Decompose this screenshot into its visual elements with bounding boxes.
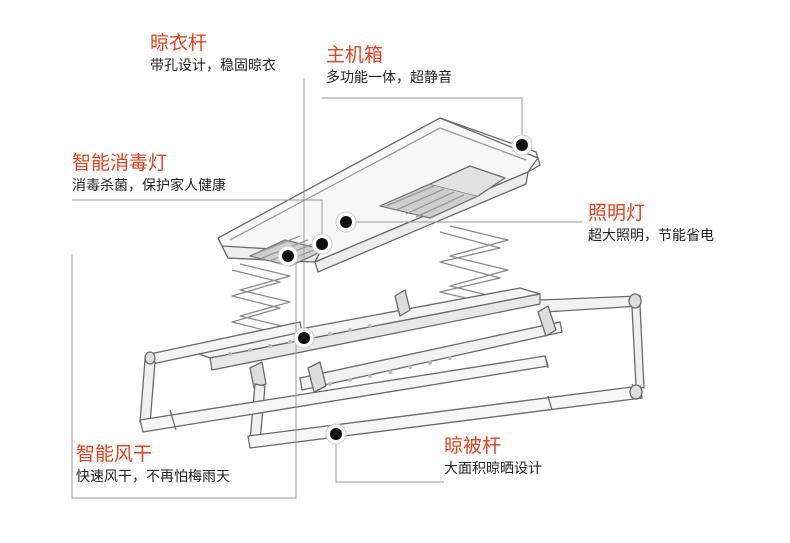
callout-desc: 带孔设计，稳固晾衣: [150, 58, 276, 74]
callout-desc: 多功能一体，超静音: [326, 70, 452, 86]
upper-frame: [149, 287, 641, 393]
leader-uv-lamp: [72, 199, 323, 244]
callout-desc: 超大照明，节能省电: [588, 228, 714, 244]
callout-main-box: 主机箱 多功能一体，超静音: [326, 43, 452, 88]
callout-title: 智能风干: [76, 443, 153, 465]
callout-uv-lamp: 智能消毒灯 消毒杀菌，保护家人健康: [72, 151, 226, 196]
leader-main-box: [322, 97, 523, 144]
leader-lines: [71, 78, 582, 499]
lower-rods: [139, 355, 643, 449]
callout-title: 智能消毒灯: [72, 152, 168, 174]
callout-quilt-rod: 晾被杆 大面积晾晒设计: [444, 434, 542, 479]
main-housing-drawing: [217, 117, 541, 273]
callout-desc: 快速风干，不再怕梅雨天: [76, 469, 230, 485]
callout-title: 主机箱: [326, 44, 384, 66]
callout-markers: [277, 134, 533, 445]
rod-holes: [228, 324, 452, 386]
callout-desc: 消毒杀菌，保护家人健康: [72, 178, 226, 194]
callout-desc: 大面积晾晒设计: [444, 461, 542, 477]
callout-clothes-rod: 晾衣杆 带孔设计，稳固晾衣: [150, 31, 276, 76]
leader-quilt-rod: [335, 434, 444, 483]
callout-title: 晾衣杆: [150, 32, 208, 54]
callout-title: 晾被杆: [444, 435, 502, 457]
rod-end-caps: [144, 293, 643, 400]
drop-arms: [139, 305, 645, 443]
callout-air-dry: 智能风干 快速风干，不再怕梅雨天: [76, 442, 230, 487]
callout-title: 照明灯: [588, 202, 646, 224]
callout-light: 照明灯 超大照明，节能省电: [588, 201, 714, 246]
